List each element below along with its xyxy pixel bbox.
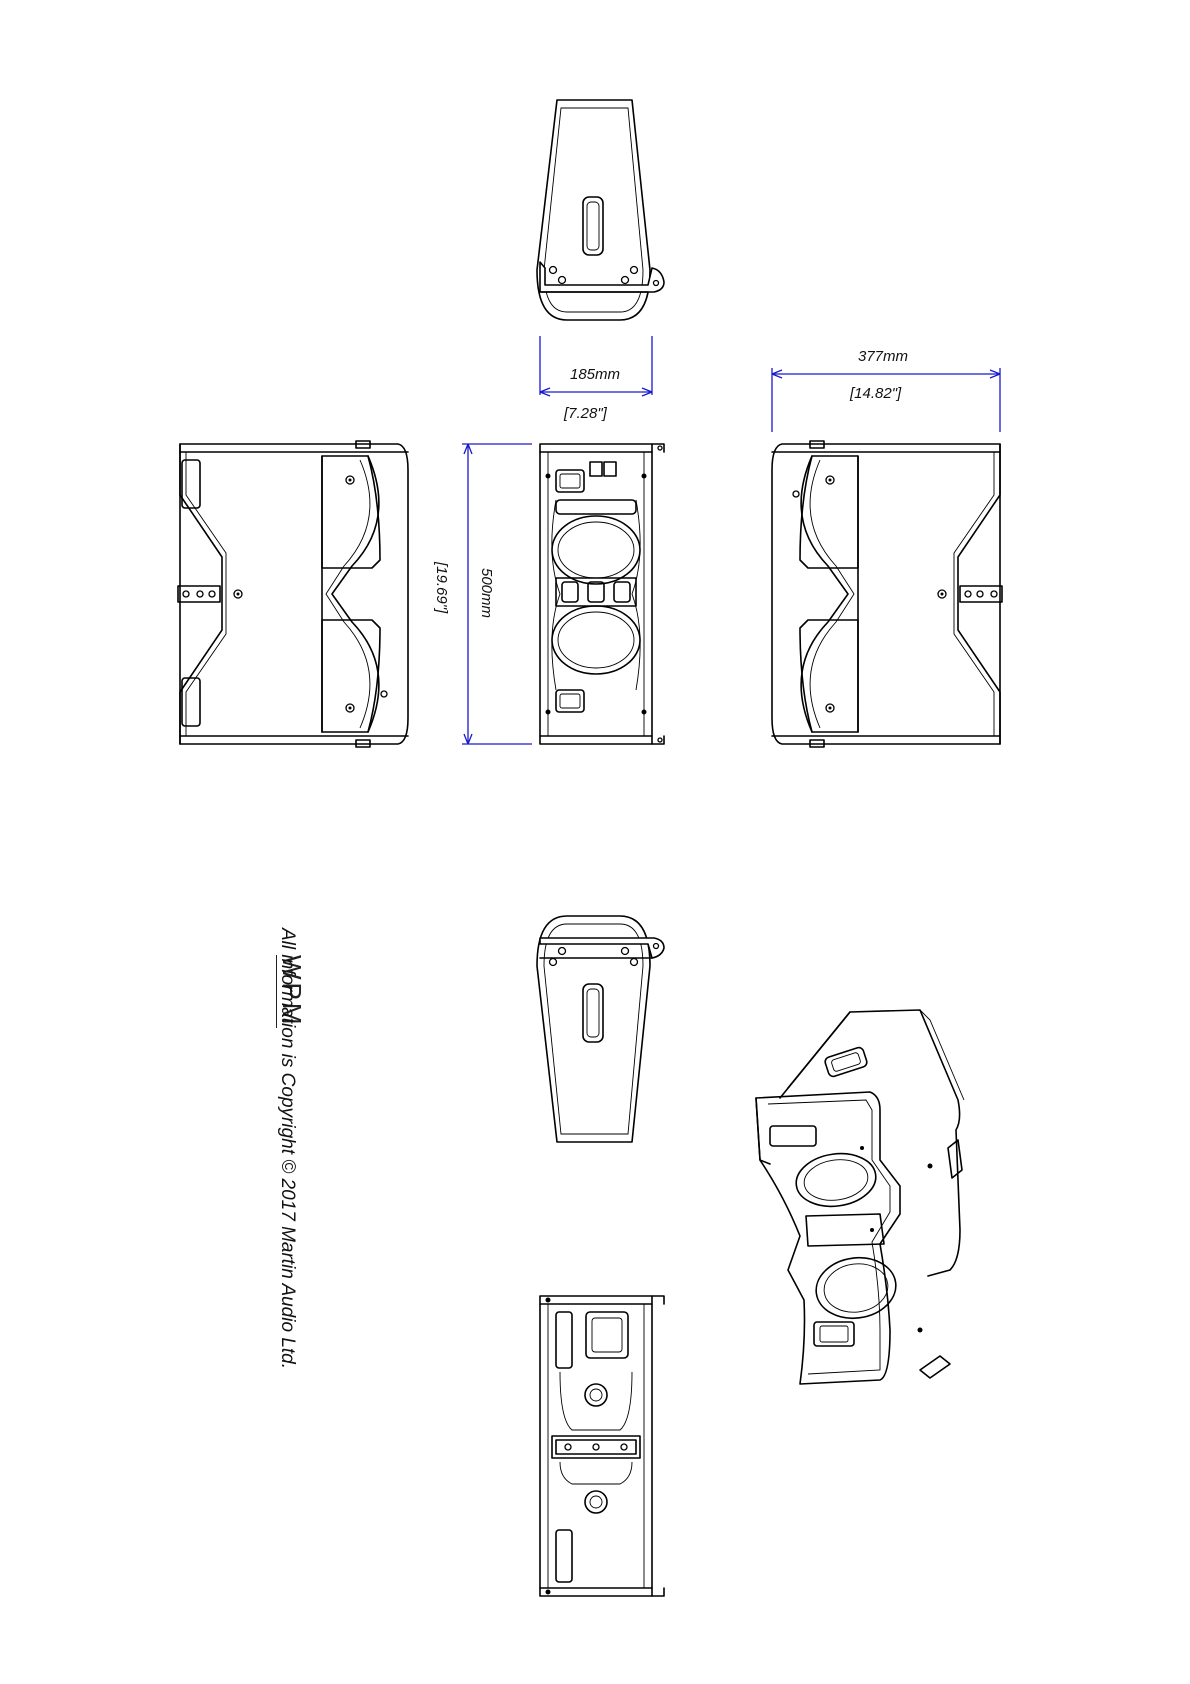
width-in-label: [7.28"]: [563, 405, 608, 422]
front-view: [539, 443, 665, 745]
depth-mm-label: 377mm: [858, 348, 908, 365]
height-in-label: [19.69"]: [433, 561, 450, 614]
height-mm-label: 500mm: [478, 568, 495, 618]
lower-driver: [551, 605, 641, 675]
bottom-view: [536, 915, 665, 1143]
isometric-view: [755, 1009, 965, 1385]
copyright-notice: All information is Copyright © 2017 Mart…: [277, 928, 298, 1370]
depth-in-label: [14.82"]: [849, 385, 902, 402]
top-view: [536, 99, 665, 321]
left-side-view: [177, 440, 409, 748]
width-dimension: 185mm [7.28"]: [539, 336, 653, 422]
right-side-view: [771, 440, 1003, 748]
top-handle-recess: [582, 196, 604, 256]
width-mm-label: 185mm: [570, 366, 620, 383]
lower-connector: [584, 1490, 608, 1514]
upper-driver: [551, 515, 641, 585]
rear-view: [539, 1295, 665, 1597]
bottom-handle-recess: [582, 983, 604, 1043]
height-dimension: 500mm [19.69"]: [433, 443, 532, 745]
upper-connector: [584, 1383, 608, 1407]
depth-dimension: 377mm [14.82"]: [771, 348, 1001, 432]
